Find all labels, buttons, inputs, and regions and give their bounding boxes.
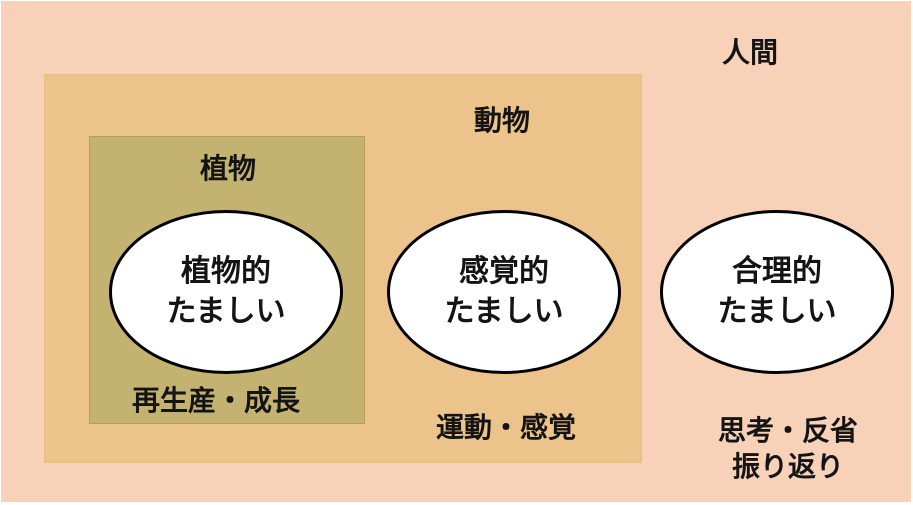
plant-soul-ellipse: 植物的 たましい (109, 210, 343, 374)
plant-function-caption: 再生産・成長 (132, 383, 300, 419)
plant-soul-line1: 植物的 (181, 253, 271, 289)
sense-soul-ellipse: 感覚的 たましい (387, 210, 621, 374)
reason-soul-ellipse: 合理的 たましい (660, 210, 894, 374)
sense-function-line1: 運動・感覚 (436, 411, 577, 444)
reason-function-line1: 思考・反省 (718, 414, 859, 447)
sense-soul-line2: たましい (444, 294, 564, 329)
reason-soul-line1: 合理的 (732, 253, 822, 289)
plant-function-line1: 再生産・成長 (132, 384, 301, 417)
plant-label: 植物 (200, 152, 257, 185)
human-label: 人間 (722, 36, 779, 69)
sense-function-caption: 運動・感覚 (436, 410, 576, 446)
plant-soul-line2: たましい (166, 294, 286, 329)
reason-function-caption: 思考・反省 振り返り (718, 413, 858, 486)
sense-soul-line1: 感覚的 (459, 253, 549, 289)
animal-label: 動物 (474, 104, 531, 137)
reason-soul-line2: たましい (717, 294, 837, 329)
reason-function-line2: 振り返り (732, 450, 845, 484)
